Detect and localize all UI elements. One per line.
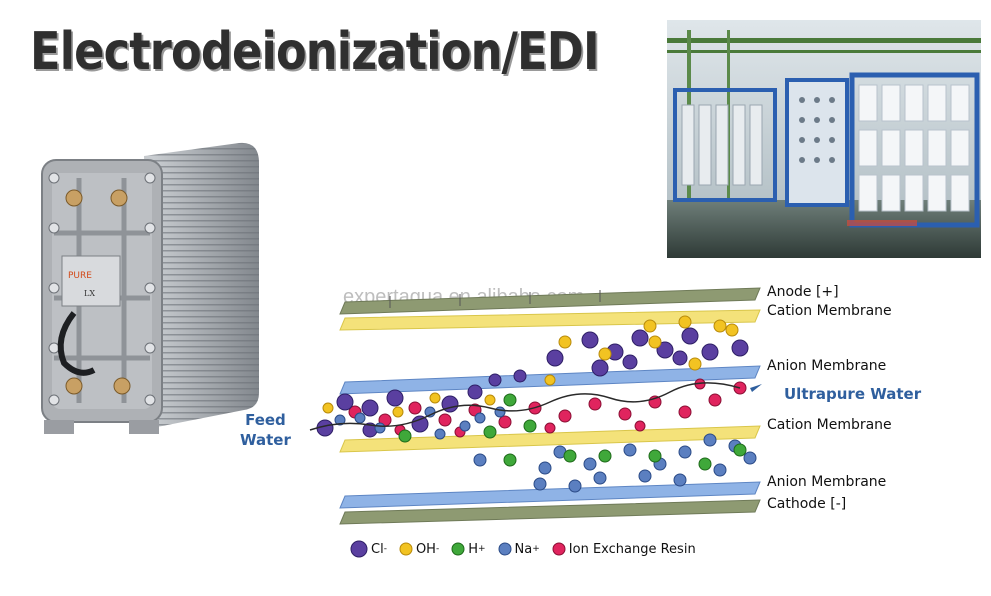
label-cathode: Cathode [-] [767,496,847,512]
module-model: LX [84,289,95,298]
legend: Cl- OH- H+ Na+ Ion Exchange Resin [350,540,708,558]
label-ultrapure-water: Ultrapure Water [784,385,922,403]
anode-plate [339,287,761,315]
sodium-ion-icon [498,542,512,556]
label-cation-membrane-middle: Cation Membrane [767,417,892,433]
cation-membrane-top [339,309,761,331]
legend-item-resin: Ion Exchange Resin [552,542,696,557]
legend-item-na: Na+ [498,542,540,557]
edi-process-diagram [309,287,762,525]
chloride-ion-icon [350,540,368,558]
legend-item-oh: OH- [399,542,439,557]
concentrate-ions-top [488,315,749,387]
anion-membrane-bottom [339,481,761,509]
ion-exchange-resin-icon [552,542,566,556]
label-anode: Anode [+] [767,284,839,300]
label-cation-membrane-top: Cation Membrane [767,303,892,319]
plant-photo [667,20,981,258]
module-brand: PURE [68,271,92,281]
label-anion-membrane-bottom: Anion Membrane [767,474,887,490]
label-anion-membrane-top: Anion Membrane [767,358,887,374]
label-feed-water: Feed Water [240,411,291,449]
legend-item-cl: Cl- [350,540,387,558]
hydroxide-ion-icon [399,542,413,556]
dilute-chamber-ions [309,378,762,443]
cation-membrane-middle [339,425,761,453]
edi-module-image: PURE LX [34,138,270,448]
concentrate-ions-bottom [473,433,757,493]
cathode-plate [339,499,761,525]
page-title: Electrodeionization/EDI [30,22,600,82]
legend-item-h: H+ [451,542,486,557]
hydrogen-ion-icon [451,542,465,556]
